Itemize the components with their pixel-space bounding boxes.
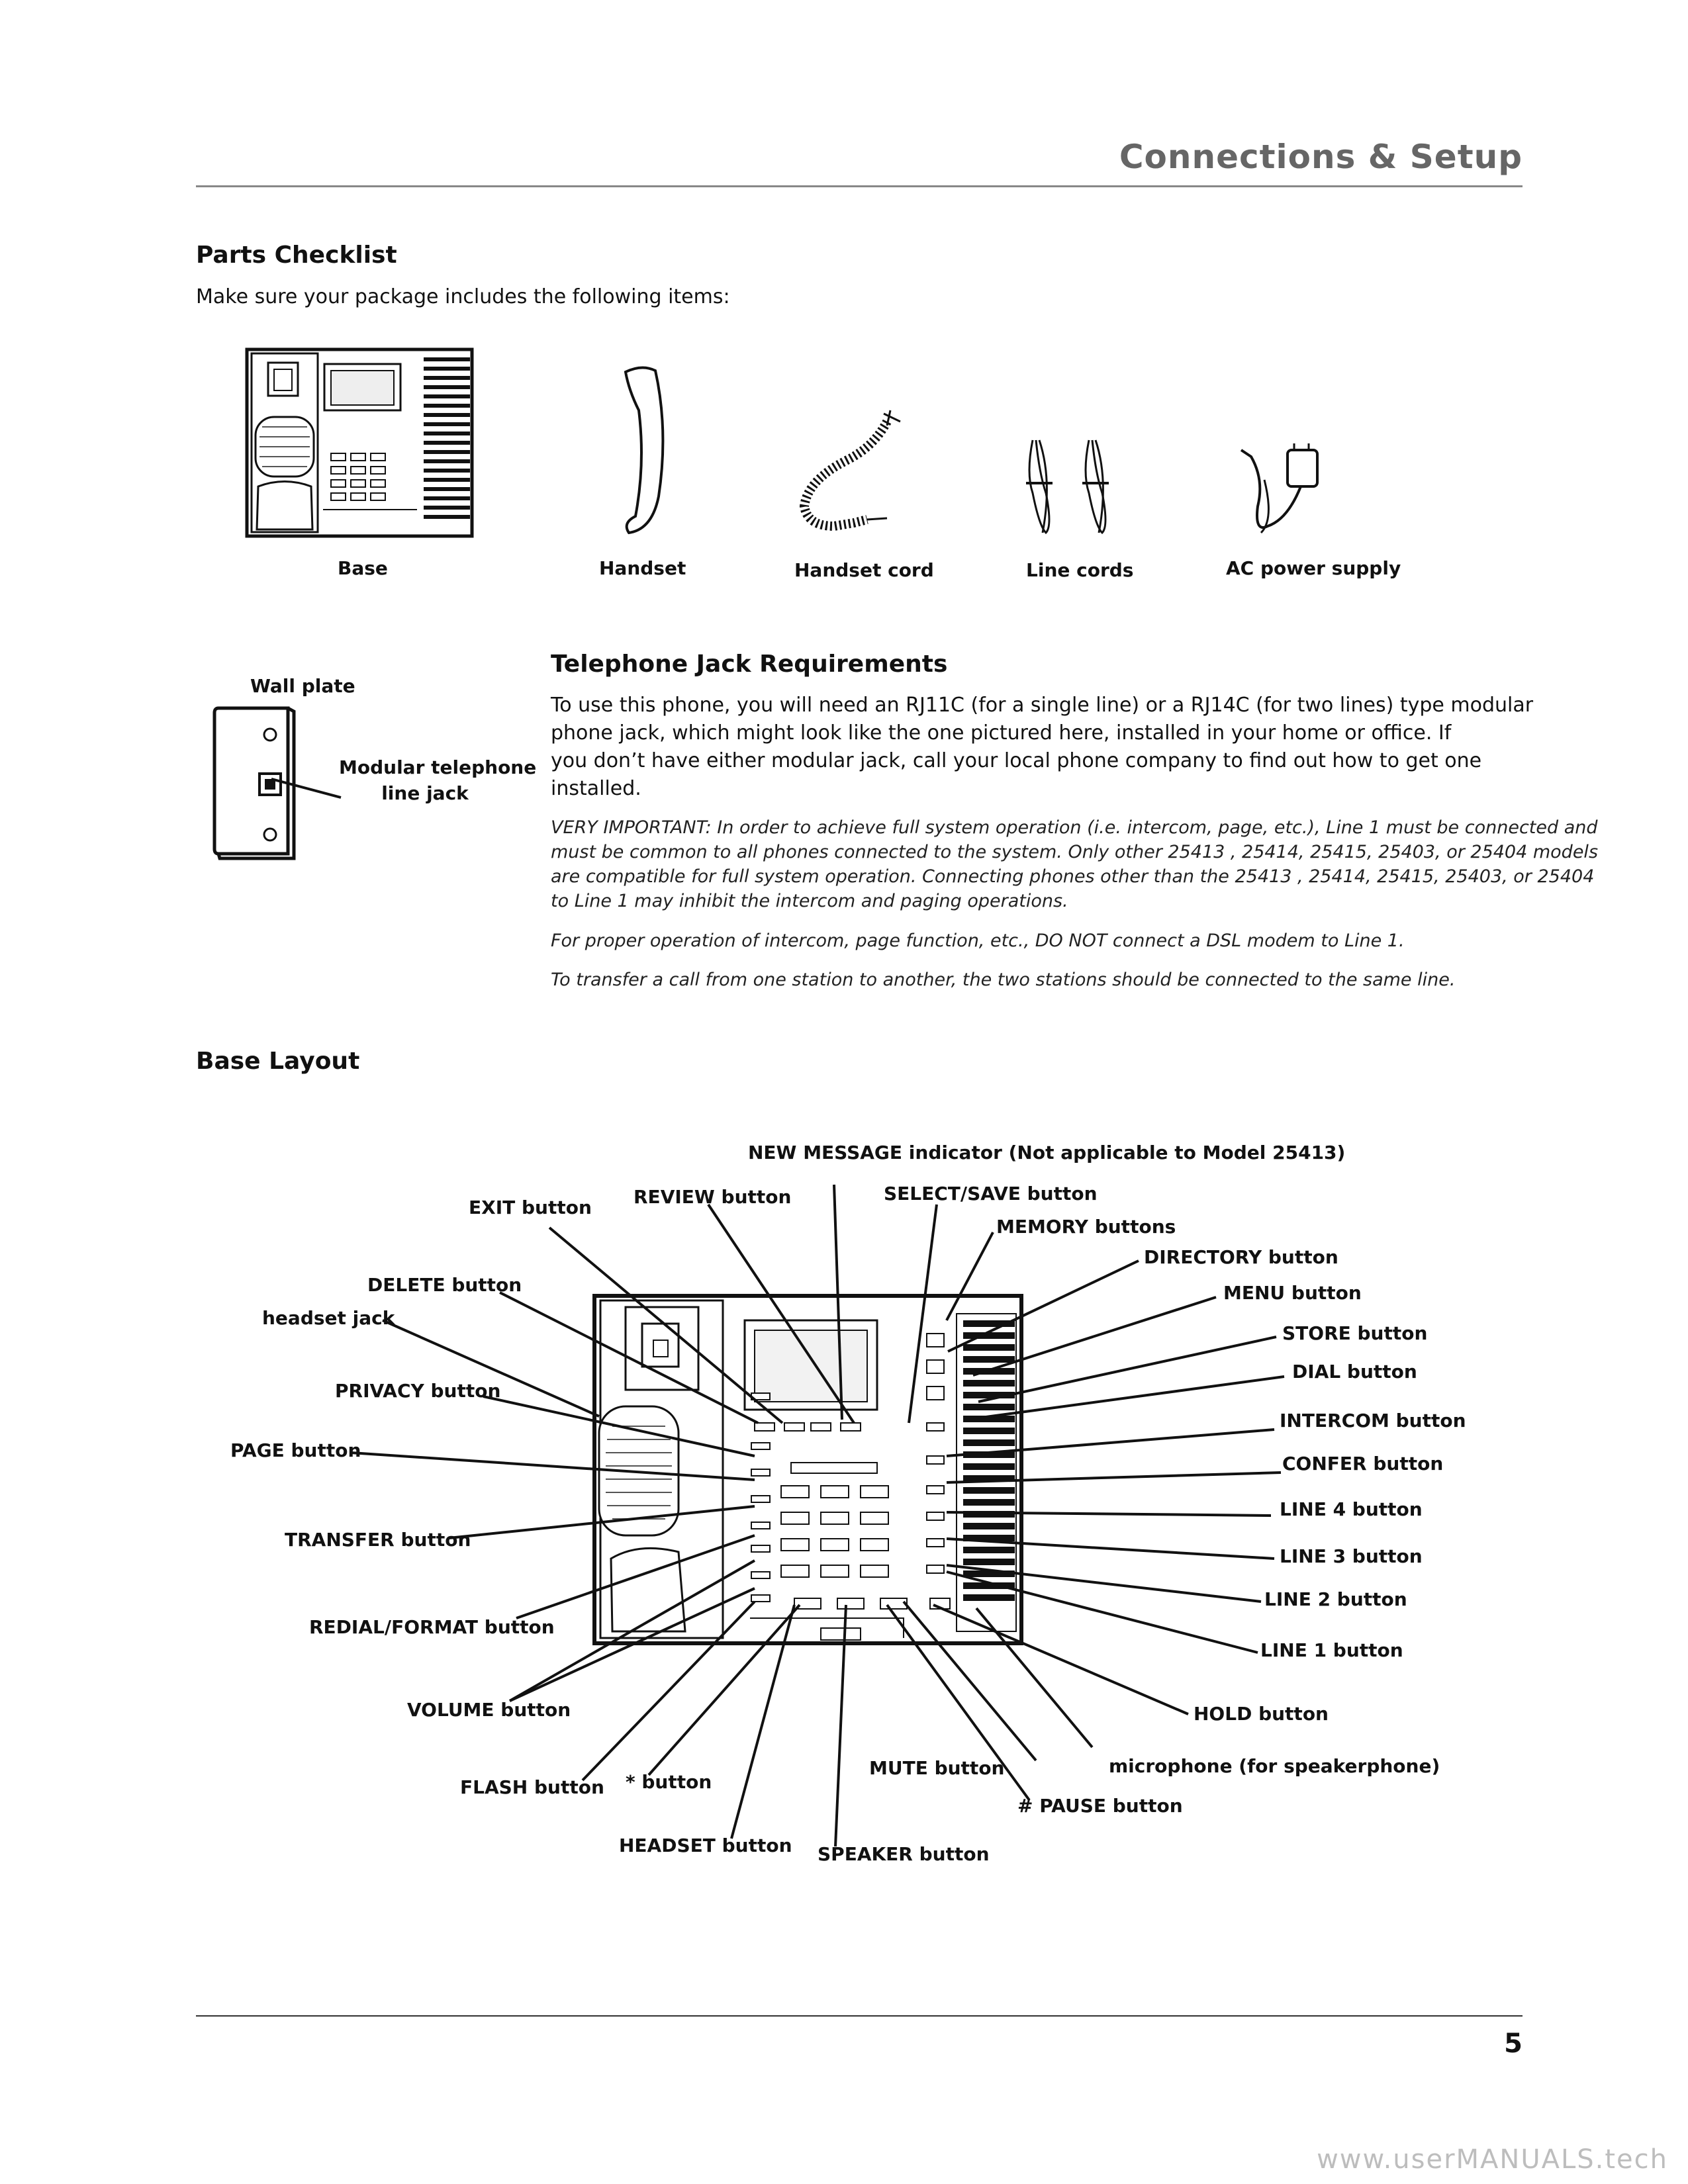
handset-illustration	[624, 366, 665, 535]
base-layout-heading: Base Layout	[196, 1048, 360, 1075]
line-cords-illustration	[1026, 439, 1109, 535]
callout-exit: EXIT button	[469, 1197, 592, 1218]
transfer-note: To transfer a call from one station to a…	[551, 970, 1456, 990]
callout-hold: HOLD button	[1194, 1703, 1329, 1725]
callout-volume: VOLUME button	[407, 1699, 571, 1721]
callout-delete: DELETE button	[367, 1274, 522, 1296]
callout-transfer: TRANSFER button	[285, 1529, 471, 1551]
callout-line1: LINE 1 button	[1260, 1639, 1403, 1661]
jack-paragraph-line: you don’t have either modular jack, call…	[551, 749, 1482, 772]
handset-cord-illustration	[799, 410, 901, 531]
callout-microphone: microphone (for speakerphone)	[1109, 1755, 1440, 1777]
callout-directory: DIRECTORY button	[1144, 1246, 1338, 1268]
modular-jack-label-line1: Modular telephone	[339, 756, 537, 778]
caption-base: Base	[338, 557, 388, 579]
callout-headset: HEADSET button	[619, 1835, 792, 1856]
jack-paragraph: To use this phone, you will need an RJ11…	[551, 692, 1533, 803]
callout-speaker: SPEAKER button	[818, 1843, 990, 1865]
jack-paragraph-line: To use this phone, you will need an RJ11…	[551, 694, 1534, 717]
modular-jack-label: Modular telephone line jack	[339, 756, 537, 804]
section-title: Connections & Setup	[1119, 138, 1523, 176]
callout-star: * button	[626, 1771, 712, 1793]
parts-intro: Make sure your package includes the foll…	[196, 285, 730, 308]
callout-line4: LINE 4 button	[1280, 1498, 1423, 1520]
phone-base-diagram	[592, 1294, 1023, 1645]
note-line: VERY IMPORTANT: In order to achieve full…	[551, 817, 1598, 838]
callout-headset-jack: headset jack	[262, 1307, 395, 1329]
jack-leader-line	[271, 778, 342, 799]
caption-line-cords: Line cords	[1026, 559, 1134, 581]
note-line: must be common to all phones connected t…	[551, 842, 1599, 862]
ac-power-supply-illustration	[1240, 443, 1319, 534]
callout-mute: MUTE button	[869, 1757, 1005, 1779]
modular-jack-label-line2: line jack	[381, 782, 469, 804]
callout-redial-format: REDIAL/FORMAT button	[309, 1616, 555, 1638]
jack-paragraph-line: installed.	[551, 777, 641, 800]
note-line: to Line 1 may inhibit the intercom and p…	[551, 891, 1068, 911]
wall-plate-illustration	[212, 706, 296, 860]
callout-new-message: NEW MESSAGE indicator (Not applicable to…	[748, 1142, 1346, 1163]
callout-flash: FLASH button	[460, 1776, 604, 1798]
base-illustration	[245, 347, 474, 538]
jack-heading: Telephone Jack Requirements	[551, 651, 948, 678]
jack-paragraph-line: phone jack, which might look like the on…	[551, 721, 1452, 745]
wall-plate-label: Wall plate	[250, 675, 355, 697]
callout-menu: MENU button	[1223, 1282, 1362, 1304]
callout-line3: LINE 3 button	[1280, 1545, 1423, 1567]
callout-pause: # PAUSE button	[1017, 1795, 1183, 1817]
callout-line2: LINE 2 button	[1264, 1588, 1407, 1610]
note-line: are compatible for full system operation…	[551, 866, 1595, 887]
callout-intercom: INTERCOM button	[1280, 1410, 1466, 1432]
callout-memory: MEMORY buttons	[996, 1216, 1176, 1238]
watermark: www.userMANUALS.tech	[1317, 2144, 1668, 2175]
header-rule	[196, 185, 1523, 187]
caption-handset: Handset	[599, 557, 686, 579]
page-number: 5	[1504, 2028, 1523, 2059]
caption-handset-cord: Handset cord	[794, 559, 934, 581]
callout-page: PAGE button	[230, 1439, 361, 1461]
callout-privacy: PRIVACY button	[335, 1380, 501, 1402]
very-important-note: VERY IMPORTANT: In order to achieve full…	[551, 815, 1598, 913]
callout-confer: CONFER button	[1282, 1453, 1444, 1475]
callout-dial: DIAL button	[1292, 1361, 1417, 1383]
dsl-note: For proper operation of intercom, page f…	[551, 931, 1405, 951]
callout-select-save: SELECT/SAVE button	[884, 1183, 1098, 1205]
callout-store: STORE button	[1282, 1322, 1428, 1344]
footer-rule	[196, 2015, 1523, 2017]
caption-ac-power-supply: AC power supply	[1226, 557, 1401, 579]
parts-heading: Parts Checklist	[196, 242, 397, 269]
callout-review: REVIEW button	[633, 1186, 792, 1208]
